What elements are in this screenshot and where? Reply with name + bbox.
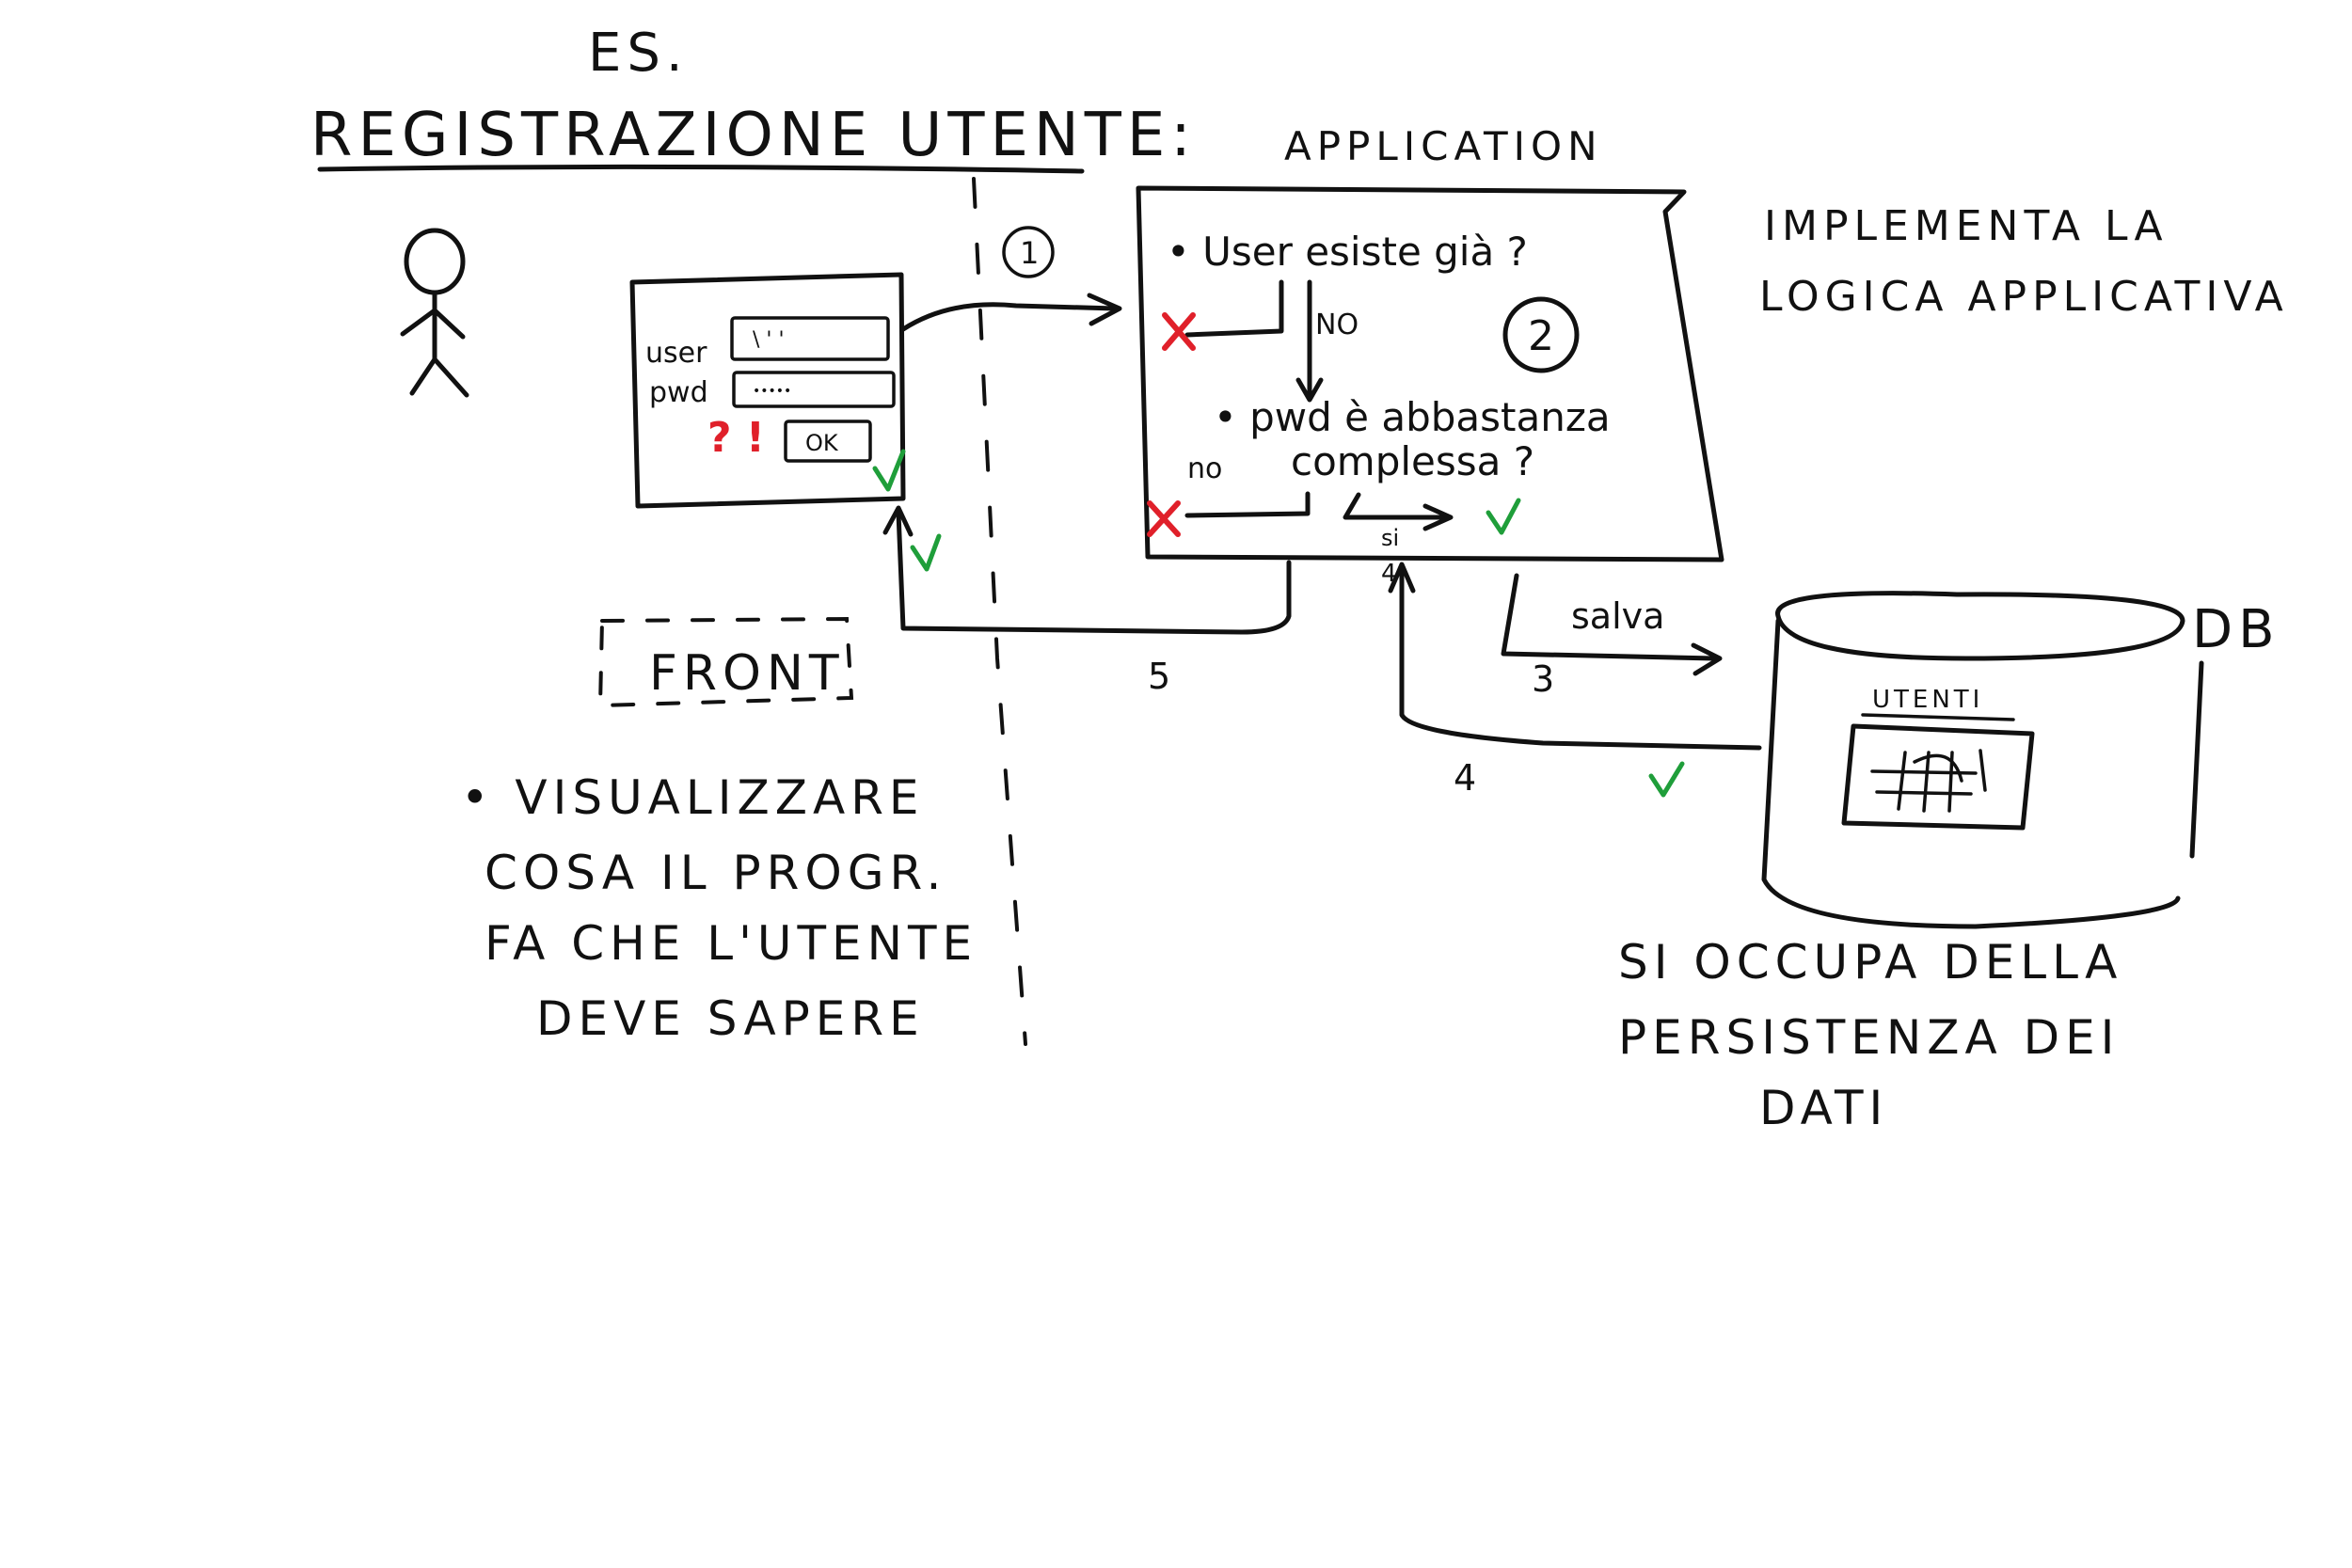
- salva-label: salva: [1571, 595, 1664, 637]
- user-exists-no-label: NO: [1315, 309, 1359, 341]
- front-block: FRONT • VISUALIZZARE COSA IL PROGR. FA C…: [461, 616, 977, 1046]
- flow-arrow-4: 4 4: [1381, 560, 1762, 799]
- question-pwd-complex-2: complessa ?: [1291, 438, 1534, 484]
- app-note-line1: IMPLEMENTA LA: [1764, 202, 2169, 250]
- question-pwd-complex-1: • pwd è abbastanza: [1214, 394, 1611, 440]
- application-note: IMPLEMENTA LA LOGICA APPLICATIVA: [1759, 202, 2289, 321]
- response-ok-check-icon: [910, 533, 942, 572]
- pwd-no-label: no: [1187, 452, 1222, 485]
- step-2-label: 2: [1528, 312, 1554, 360]
- user-input-value: \ ' ': [753, 328, 785, 352]
- database-block: DB UTENTI: [1761, 591, 2280, 929]
- db-table-icon: [1841, 723, 2035, 831]
- form-ok-check-icon: [872, 449, 906, 492]
- application-block: APPLICATION • User esiste già ? NO 2 • p…: [1136, 123, 1724, 562]
- db-label: DB: [2192, 599, 2280, 660]
- step-1-circle: [1002, 226, 1055, 278]
- db-note-line3: DATI: [1759, 1081, 1888, 1135]
- flow-arrow-1: 1: [900, 226, 1122, 332]
- user-figure-icon: [400, 228, 469, 398]
- front-desc-line4: DEVE SAPERE: [536, 991, 925, 1046]
- error-x-icon-1: [1162, 312, 1196, 351]
- application-label: APPLICATION: [1284, 123, 1603, 169]
- pwd-input: [732, 371, 896, 408]
- front-frame: [597, 616, 854, 708]
- front-desc-line3: FA CHE L'UTENTE: [485, 916, 977, 971]
- login-form: user pwd \ ' ' ••••• OK ? !: [629, 272, 906, 509]
- app-note-line2: LOGICA APPLICATIVA: [1759, 273, 2289, 321]
- application-frame: [1136, 185, 1724, 562]
- warning-marks: ? !: [707, 414, 765, 462]
- step-4-top-label: 4: [1381, 560, 1397, 588]
- error-x-icon-2: [1147, 500, 1181, 537]
- front-label: FRONT: [649, 645, 845, 702]
- pwd-ok-check-icon: [1486, 498, 1521, 535]
- db-note-line1: SI OCCUPA DELLA: [1618, 935, 2122, 990]
- flow-arrow-5: 5: [882, 505, 1292, 697]
- step-3-label: 3: [1532, 658, 1554, 700]
- ok-button-label: OK: [805, 430, 839, 456]
- step-2-circle: [1502, 296, 1580, 373]
- ok-button: [784, 420, 872, 463]
- db-note: SI OCCUPA DELLA PERSISTENZA DEI DATI: [1618, 935, 2122, 1135]
- pwd-input-value: •••••: [753, 384, 791, 399]
- heading: ES. REGISTRAZIONE UTENTE:: [310, 23, 1197, 174]
- db-note-line2: PERSISTENZA DEI: [1618, 1010, 2120, 1065]
- pwd-label: pwd: [649, 376, 708, 409]
- db-ok-check-icon: [1648, 761, 1685, 798]
- step-4-label: 4: [1454, 757, 1476, 799]
- db-cylinder-icon: [1775, 591, 2185, 661]
- db-table-label: UTENTI: [1872, 686, 1983, 714]
- heading-title: REGISTRAZIONE UTENTE:: [310, 101, 1197, 170]
- title-underline: [317, 164, 1085, 174]
- step-5-label: 5: [1148, 656, 1170, 697]
- user-label: user: [645, 337, 707, 370]
- step-1-label: 1: [1020, 235, 1039, 271]
- front-desc-line1: • VISUALIZZARE: [461, 770, 925, 825]
- form-frame: [629, 272, 906, 509]
- front-desc-line2: COSA IL PROGR.: [485, 846, 946, 900]
- front-separator-line: [972, 177, 1027, 1046]
- pwd-yes-label: si: [1381, 525, 1399, 551]
- heading-es: ES.: [588, 23, 689, 84]
- user-input: [730, 316, 890, 361]
- flow-arrow-3: salva 3: [1501, 573, 1723, 700]
- question-user-exists: • User esiste già ?: [1167, 229, 1528, 275]
